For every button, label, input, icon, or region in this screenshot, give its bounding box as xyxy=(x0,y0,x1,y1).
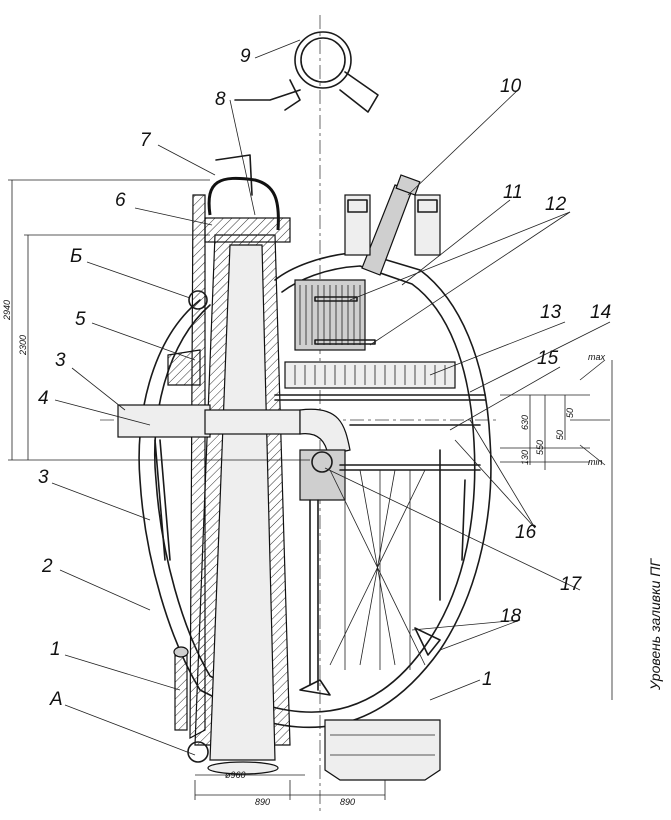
dimension-texts: 2940 2300 630 130 550 50 50 max min ø960… xyxy=(2,300,606,807)
callout-4: 4 xyxy=(38,388,49,409)
central-column xyxy=(194,217,291,775)
fill-level-caption: Уровень заливки ПГ xyxy=(647,557,663,691)
leader-lines xyxy=(51,39,611,756)
callout-6: 6 xyxy=(115,190,126,211)
dim-50-top: 50 xyxy=(565,408,575,418)
dim-diameter-960: ø960 xyxy=(225,770,246,780)
callout-2: 2 xyxy=(41,556,53,577)
dim-2940: 2940 xyxy=(2,300,12,321)
callout-8: 8 xyxy=(215,89,226,110)
header-pipe-9 xyxy=(284,31,379,113)
callout-3b: 3 xyxy=(38,467,49,488)
callout-9: 9 xyxy=(240,46,251,67)
callout-17: 17 xyxy=(560,574,583,595)
feed-pipe xyxy=(117,404,481,456)
distributor xyxy=(299,449,481,501)
level-max: max xyxy=(588,352,606,362)
callout-15: 15 xyxy=(537,348,559,369)
callout-12: 12 xyxy=(545,194,567,215)
dim-130: 130 xyxy=(520,450,530,465)
top-pipe xyxy=(207,89,301,231)
callouts: 9 8 7 6 Б 5 3 4 3 2 1 A 10 11 12 13 14 1… xyxy=(38,46,611,710)
callout-5: 5 xyxy=(75,309,86,330)
dim-890-left: 890 xyxy=(255,797,270,807)
callout-16: 16 xyxy=(515,522,537,543)
callout-14: 14 xyxy=(590,302,611,323)
callout-13: 13 xyxy=(540,302,562,323)
callout-3a: 3 xyxy=(55,350,66,371)
callout-18: 18 xyxy=(500,606,522,627)
callout-1b: 1 xyxy=(482,669,493,690)
callout-a: A xyxy=(49,689,63,710)
callout-11: 11 xyxy=(503,182,523,203)
top-right-flanges xyxy=(344,194,441,256)
callout-b: Б xyxy=(70,246,82,267)
level-min: min xyxy=(588,457,603,467)
perforated-plate xyxy=(274,361,486,401)
dim-2300: 2300 xyxy=(18,335,28,356)
bottom-nozzle xyxy=(324,719,441,781)
dim-550: 550 xyxy=(535,440,545,455)
pipe-10 xyxy=(361,174,421,276)
callout-10: 10 xyxy=(500,76,522,97)
dim-630: 630 xyxy=(520,415,530,430)
left-shroud xyxy=(173,194,209,763)
separator-block xyxy=(294,279,376,351)
dimension-lines xyxy=(8,179,613,800)
callout-7: 7 xyxy=(140,130,152,151)
tube-bundle xyxy=(299,449,441,696)
dim-50-bottom: 50 xyxy=(555,430,565,440)
dim-890-right: 890 xyxy=(340,797,355,807)
callout-1a: 1 xyxy=(50,639,61,660)
